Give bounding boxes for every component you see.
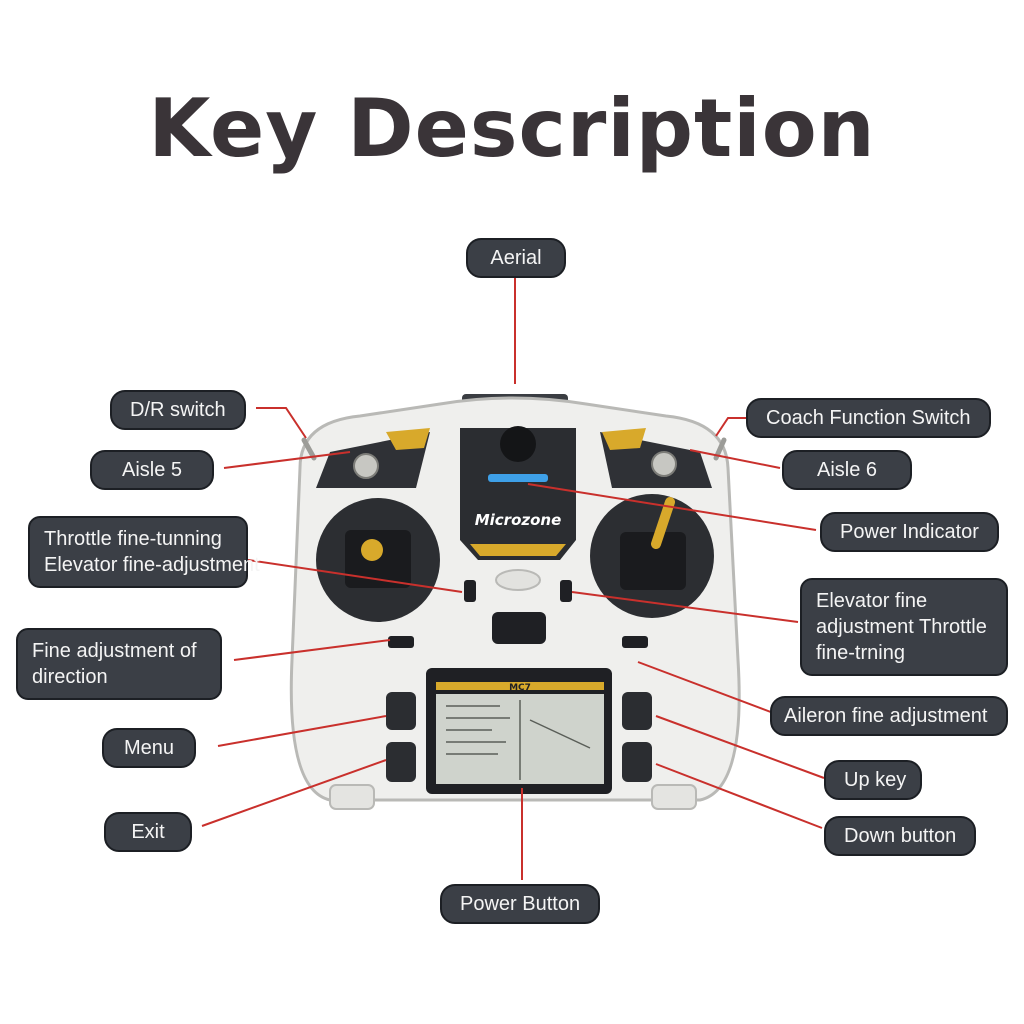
label-throttle-fine-line1: Throttle fine-tunning — [44, 528, 222, 550]
leader-down-button — [655, 763, 823, 829]
label-aileron-fine-text: Aileron fine adjustment — [784, 705, 988, 727]
leader-dr-switch — [256, 407, 307, 439]
exit-key[interactable] — [386, 742, 416, 782]
label-throttle-fine: Throttle fine-tunning Elevator fine-adju… — [28, 516, 260, 588]
right-center-trim[interactable] — [560, 580, 572, 602]
label-elevator-fine-line2: adjustment Throttle — [816, 616, 987, 638]
leader-throttle-fine — [247, 559, 463, 593]
leader-menu — [217, 715, 387, 747]
leader-aisle6 — [689, 449, 781, 469]
aisle6-switch[interactable] — [651, 451, 677, 477]
label-elevator-fine-line3: fine-trning — [816, 642, 905, 664]
center-dial — [495, 569, 541, 591]
leader-lines — [201, 278, 825, 880]
label-aisle5-text: Aisle 5 — [121, 459, 183, 481]
label-power-indicator: Power Indicator — [820, 512, 999, 552]
label-coach-switch: Coach Function Switch — [746, 398, 991, 438]
label-throttle-fine-line2: Elevator fine-adjustment — [44, 554, 260, 576]
brand-panel-accent — [470, 544, 566, 556]
label-exit-text: Exit — [131, 821, 165, 843]
power-indicator-led — [488, 474, 548, 482]
brand-logo: Microzone — [475, 511, 562, 529]
label-power-button: Power Button — [440, 884, 601, 924]
leader-coach-switch — [715, 417, 746, 437]
label-elevator-fine: Elevator fine adjustment Throttle fine-t… — [800, 578, 1008, 676]
label-aisle6-text: Aisle 6 — [816, 459, 878, 481]
aisle5-switch[interactable] — [353, 453, 379, 479]
label-power-indicator-text: Power Indicator — [840, 521, 979, 543]
leader-power-indicator — [527, 483, 817, 531]
lcd-content — [446, 700, 591, 780]
label-elevator-fine-line1: Elevator fine — [816, 590, 928, 612]
right-gimbal-frame — [620, 532, 686, 590]
label-dr-switch: D/R switch — [110, 390, 246, 430]
label-up-key-text: Up key — [844, 769, 907, 791]
label-power-button-text: Power Button — [460, 893, 581, 915]
leader-up-key — [655, 715, 825, 779]
leader-aisle5 — [223, 451, 351, 469]
leader-exit — [201, 759, 387, 827]
right-stick[interactable] — [651, 497, 675, 549]
right-accent-stripe — [602, 428, 646, 450]
left-center-trim[interactable] — [464, 580, 476, 602]
leader-aileron-fine — [637, 661, 777, 715]
label-fine-direction: Fine adjustment of direction — [16, 628, 222, 700]
label-dr-switch-text: D/R switch — [130, 399, 226, 421]
left-foot — [329, 784, 375, 810]
page-title: Key Description — [148, 82, 876, 175]
label-aerial-text: Aerial — [490, 247, 542, 269]
label-fine-direction-line2: direction — [32, 666, 108, 688]
direction-trim[interactable] — [388, 636, 414, 648]
label-menu: Menu — [102, 728, 196, 768]
label-exit: Exit — [104, 812, 192, 852]
dr-switch-toggle[interactable] — [301, 437, 317, 461]
model-name: MC7 — [509, 683, 531, 693]
left-accent-stripe — [386, 428, 430, 450]
label-menu-text: Menu — [123, 737, 175, 759]
label-up-key: Up key — [824, 760, 922, 800]
center-knob[interactable] — [500, 426, 536, 462]
label-coach-switch-text: Coach Function Switch — [766, 407, 971, 429]
center-button[interactable] — [492, 612, 546, 644]
brand-panel — [460, 428, 576, 560]
label-aisle5: Aisle 5 — [90, 450, 214, 490]
down-key[interactable] — [622, 742, 652, 782]
label-aerial: Aerial — [466, 238, 566, 278]
label-down-button: Down button — [824, 816, 977, 856]
right-foot — [651, 784, 697, 810]
label-fine-direction-line1: Fine adjustment of — [32, 640, 197, 662]
aileron-trim[interactable] — [622, 636, 648, 648]
up-key[interactable] — [622, 692, 652, 730]
screen-top-bar — [436, 682, 604, 690]
menu-key[interactable] — [386, 692, 416, 730]
label-aileron-fine: Aileron fine adjustment — [770, 696, 1008, 736]
label-down-button-text: Down button — [844, 825, 957, 847]
label-aisle6: Aisle 6 — [782, 450, 912, 490]
leader-fine-direction — [233, 639, 391, 661]
left-stick-tip[interactable] — [361, 539, 383, 561]
leader-elevator-fine — [571, 591, 799, 623]
